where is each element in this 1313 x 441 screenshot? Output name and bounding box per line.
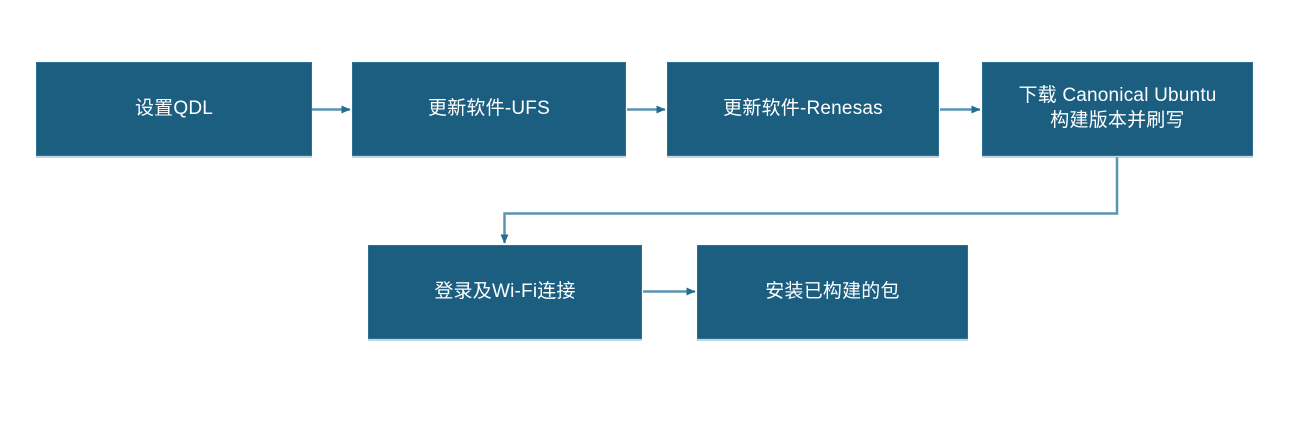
node-install-built-packages-label: 安装已构建的包 [765, 280, 900, 302]
node-update-software-renesas-label: 更新软件-Renesas [723, 97, 883, 119]
node-login-wifi-label: 登录及Wi-Fi连接 [434, 280, 576, 302]
node-download-ubuntu-build-label: 下载 Canonical Ubuntu 构建版本并刷写 [1018, 85, 1217, 131]
node-login-wifi[interactable]: 登录及Wi-Fi连接 [368, 245, 642, 339]
node-update-software-ufs-label: 更新软件-UFS [428, 97, 550, 119]
node-install-built-packages[interactable]: 安装已构建的包 [697, 245, 968, 339]
connector-download-to-login [500, 157, 1119, 244]
node-setup-qdl-label: 设置QDL [134, 97, 214, 119]
node-update-software-renesas[interactable]: 更新软件-Renesas [667, 62, 939, 156]
node-download-ubuntu-build[interactable]: 下载 Canonical Ubuntu 构建版本并刷写 [982, 62, 1253, 156]
node-setup-qdl[interactable]: 设置QDL [36, 62, 312, 156]
node-update-software-ufs[interactable]: 更新软件-UFS [352, 62, 626, 156]
